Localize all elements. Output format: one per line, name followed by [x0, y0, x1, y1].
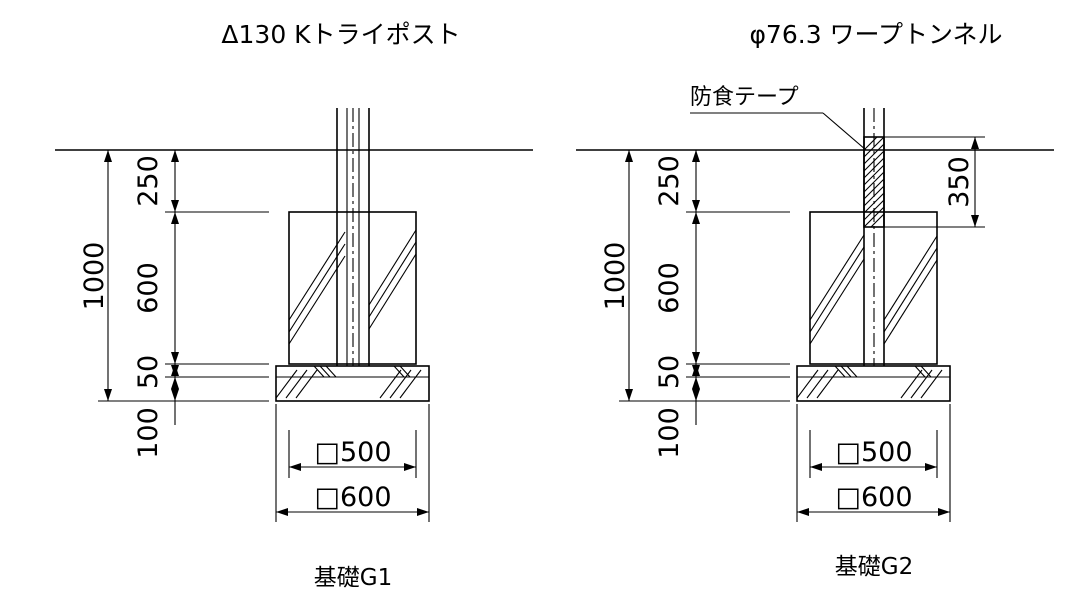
tape-dimension [884, 136, 985, 228]
dim-100: 100 [133, 407, 164, 459]
vertical-dimensions [625, 150, 700, 425]
base-slab [796, 365, 951, 402]
dim-600-square: □600 [835, 482, 912, 513]
base-slab [275, 365, 430, 402]
dim-600: 600 [133, 262, 164, 314]
tape-leader [690, 112, 867, 151]
dim-50: 50 [133, 355, 164, 389]
tape-label: 防食テープ [690, 85, 799, 110]
dim-1000: 1000 [79, 242, 110, 311]
diagram-g2: φ76.3 ワープトンネル [576, 20, 1054, 580]
diagram-caption: 基礎G2 [835, 554, 913, 580]
dim-500-square: □500 [835, 437, 912, 468]
dim-250: 250 [654, 155, 685, 207]
vertical-dimensions [104, 150, 179, 425]
diagram-title: φ76.3 ワープトンネル [749, 20, 1002, 49]
dim-600-square: □600 [314, 482, 391, 513]
diagram-caption: 基礎G1 [314, 565, 392, 591]
dim-100: 100 [654, 407, 685, 459]
concrete-block [809, 211, 938, 365]
anticorrosion-tape [863, 136, 885, 228]
dim-500-square: □500 [314, 437, 391, 468]
diagram-g1: Δ130 Kトライポスト [55, 20, 533, 591]
dim-350: 350 [944, 156, 975, 208]
diagram-title: Δ130 Kトライポスト [221, 20, 460, 49]
dim-600: 600 [654, 262, 685, 314]
extension-lines [619, 211, 951, 522]
dim-250: 250 [133, 155, 164, 207]
dim-1000: 1000 [600, 242, 631, 311]
dim-50: 50 [654, 355, 685, 389]
post [336, 108, 370, 366]
